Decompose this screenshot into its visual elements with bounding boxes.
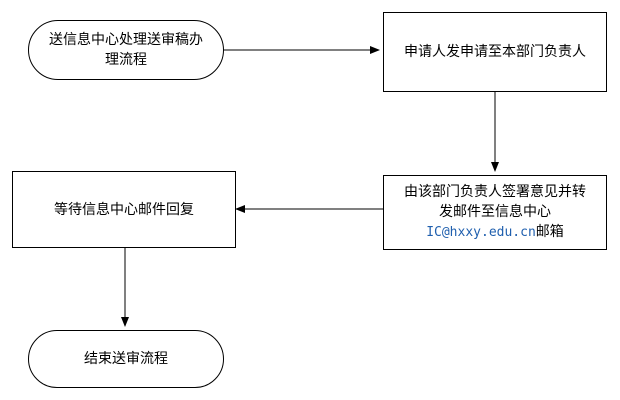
email-link[interactable]: IC@hxxy.edu.cn: [426, 225, 536, 240]
apply-node-label: 申请人发申请至本部门负责人: [404, 44, 586, 60]
apply-node: 申请人发申请至本部门负责人: [383, 12, 607, 92]
sign-node-line-2: 发邮件至信息中心: [439, 204, 551, 220]
end-node-label: 结束送审流程: [84, 351, 168, 367]
sign-node: 由该部门负责人签署意见并转 发邮件至信息中心 IC@hxxy.edu.cn邮箱: [383, 175, 607, 250]
end-node: 结束送审流程: [28, 330, 224, 388]
start-node-line-2: 理流程: [105, 52, 147, 68]
wait-node: 等待信息中心邮件回复: [12, 171, 236, 248]
start-node: 送信息中心处理送审稿办 理流程: [28, 20, 224, 80]
sign-node-line-1: 由该部门负责人签署意见并转: [404, 184, 586, 200]
wait-node-label: 等待信息中心邮件回复: [54, 201, 194, 218]
email-suffix: 邮箱: [535, 224, 564, 240]
sign-node-line-3: IC@hxxy.edu.cn邮箱: [404, 222, 586, 243]
start-node-line-1: 送信息中心处理送审稿办: [49, 32, 203, 48]
